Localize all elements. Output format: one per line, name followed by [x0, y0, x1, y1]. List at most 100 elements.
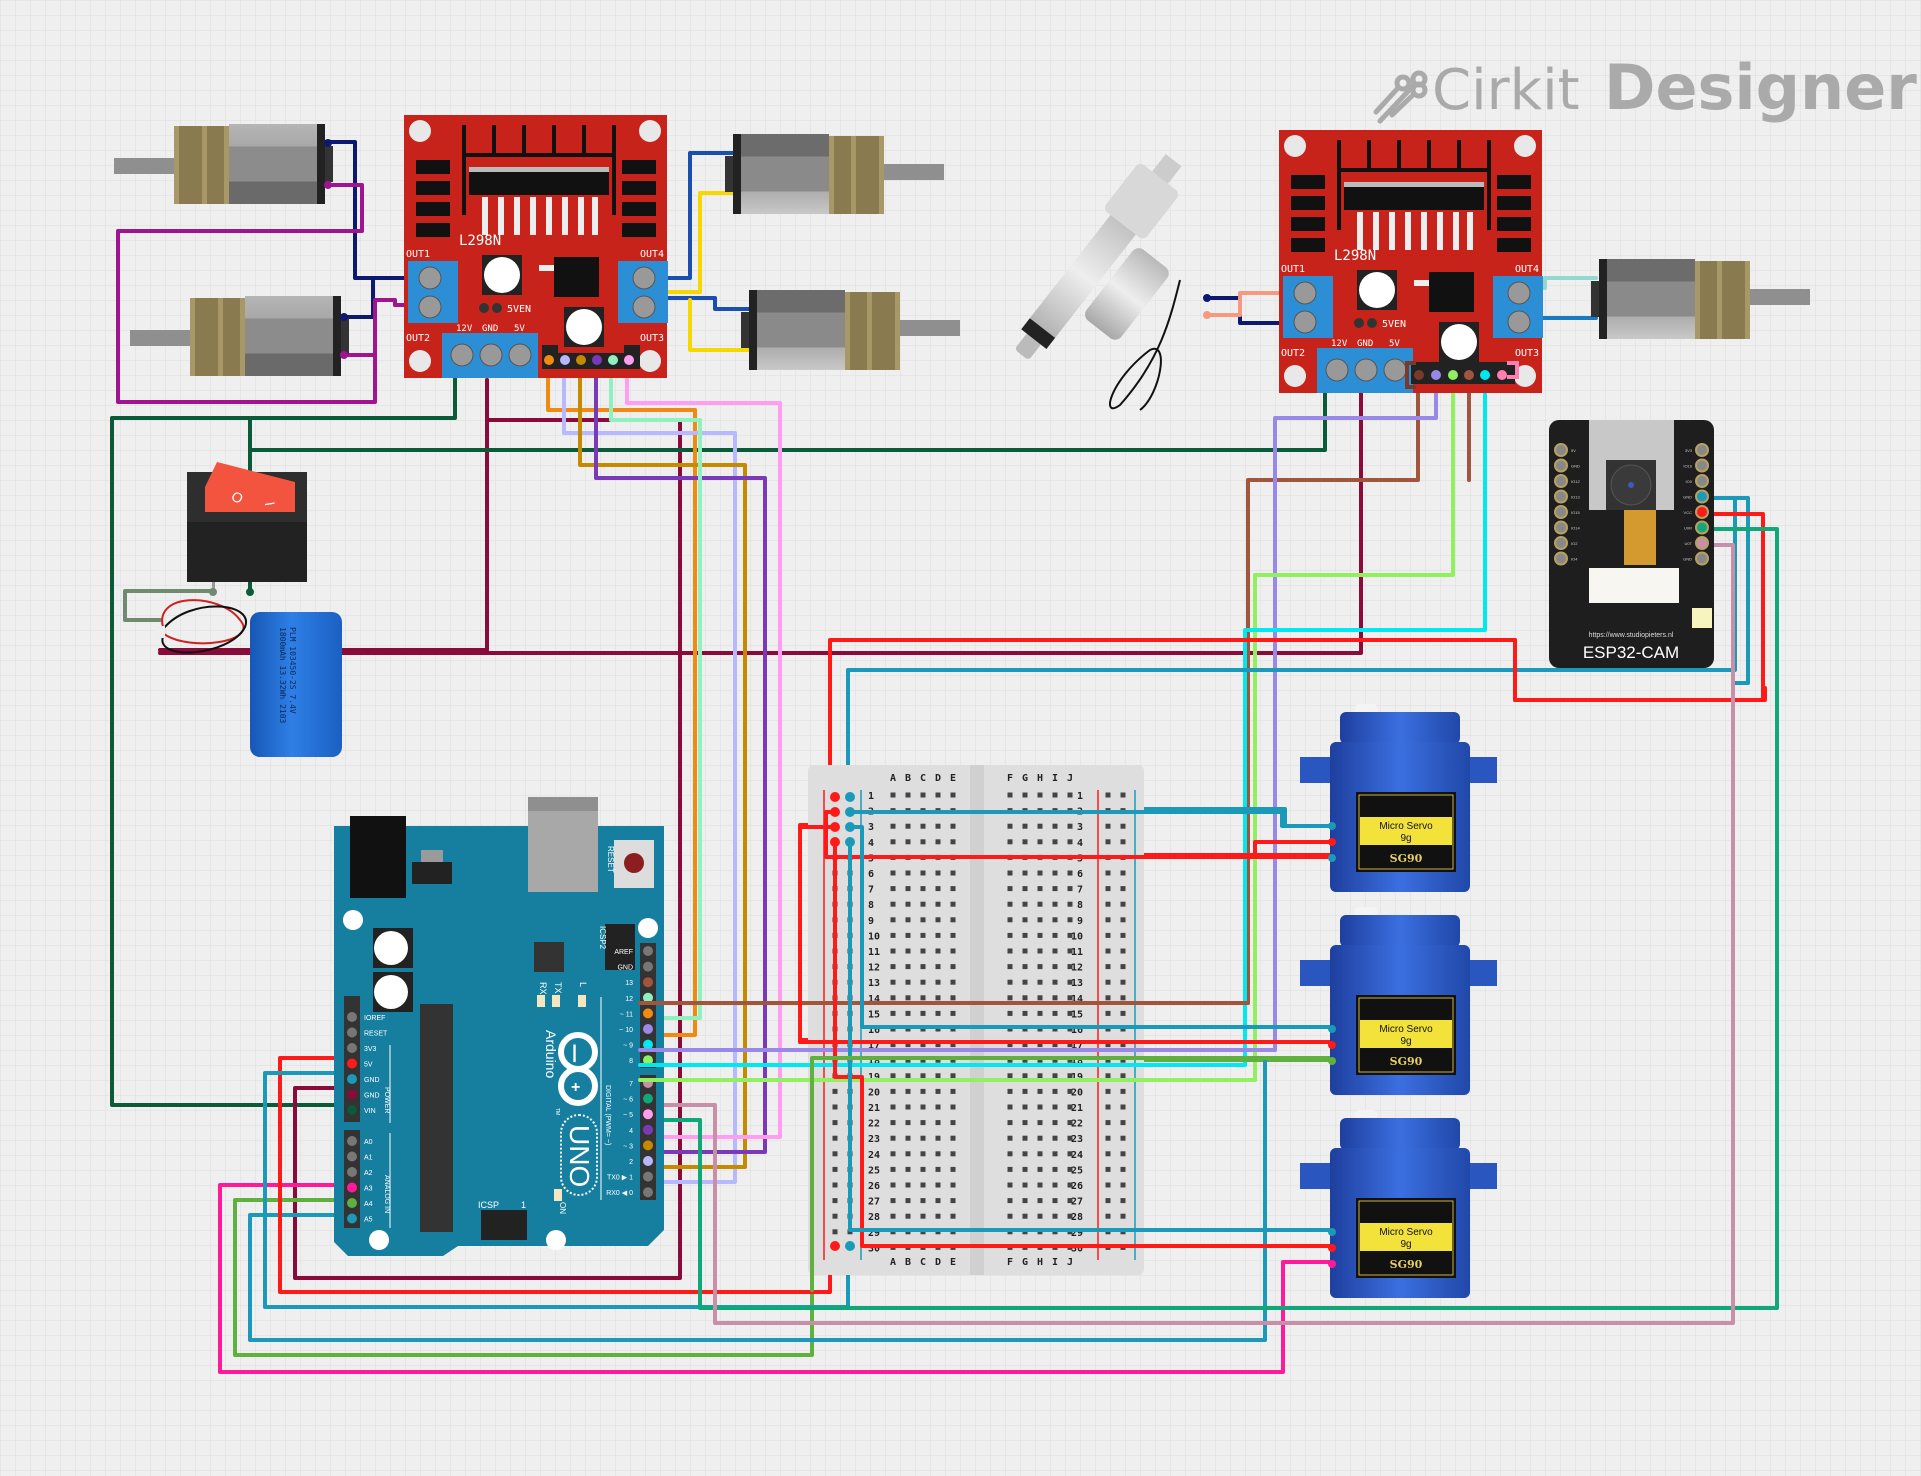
breadboard-hole[interactable]: [905, 1104, 911, 1110]
breadboard-hole[interactable]: [1007, 1151, 1013, 1157]
rail-hole[interactable]: [1120, 1042, 1126, 1048]
rail-hole[interactable]: [1120, 901, 1126, 907]
esp32-pin[interactable]: [1695, 474, 1709, 488]
rail-hole[interactable]: [1105, 1104, 1111, 1110]
breadboard-hole[interactable]: [935, 1057, 941, 1063]
header-pin-ena[interactable]: [544, 355, 554, 365]
breadboard-hole[interactable]: [1037, 1151, 1043, 1157]
rail-hole[interactable]: [1105, 823, 1111, 829]
servo-pin-gnd[interactable]: [1328, 854, 1336, 862]
breadboard-hole[interactable]: [1007, 1010, 1013, 1016]
breadboard-hole[interactable]: [950, 886, 956, 892]
breadboard-hole[interactable]: [1052, 870, 1058, 876]
breadboard-hole[interactable]: [920, 1088, 926, 1094]
header-pin-enb[interactable]: [1497, 370, 1507, 380]
breadboard-hole[interactable]: [890, 1057, 896, 1063]
breadboard-hole[interactable]: [935, 792, 941, 798]
breadboard-hole[interactable]: [1007, 1057, 1013, 1063]
servo-pin-gnd[interactable]: [1328, 1260, 1336, 1268]
rail-hole[interactable]: [1120, 995, 1126, 1001]
power-pin[interactable]: [347, 1105, 357, 1115]
breadboard-hole[interactable]: [1067, 1057, 1073, 1063]
esp32-pin[interactable]: [1695, 443, 1709, 457]
breadboard-hole[interactable]: [1007, 839, 1013, 845]
breadboard-hole[interactable]: [1052, 1057, 1058, 1063]
breadboard-hole[interactable]: [905, 1182, 911, 1188]
rail-hole[interactable]: [1105, 1120, 1111, 1126]
esp32-pin[interactable]: [1554, 520, 1568, 535]
breadboard-hole[interactable]: [1037, 1135, 1043, 1141]
breadboard-hole[interactable]: [1067, 979, 1073, 985]
breadboard-hole[interactable]: [890, 1182, 896, 1188]
breadboard-hole[interactable]: [1052, 1182, 1058, 1188]
breadboard-hole[interactable]: [950, 964, 956, 970]
rail-hole[interactable]: [1105, 964, 1111, 970]
header-pin-ena[interactable]: [1414, 370, 1424, 380]
wire-in3-purple[interactable]: [594, 358, 767, 1154]
breadboard-hole[interactable]: [1007, 792, 1013, 798]
breadboard-hole[interactable]: [905, 964, 911, 970]
breadboard-hole[interactable]: [1007, 964, 1013, 970]
breadboard-hole[interactable]: [920, 1182, 926, 1188]
wire-vin-darkgreen[interactable]: [110, 371, 457, 1107]
breadboard-hole[interactable]: [905, 1151, 911, 1157]
breadboard-hole[interactable]: [890, 1010, 896, 1016]
wire-actuator-salmon[interactable]: [1205, 291, 1287, 317]
switch-rocker[interactable]: [205, 462, 295, 512]
wire-esp-u0t-rose[interactable]: [638, 543, 1735, 1325]
breadboard-hole[interactable]: [1067, 1104, 1073, 1110]
breadboard-hole[interactable]: [935, 1151, 941, 1157]
breadboard-hole[interactable]: [1052, 886, 1058, 892]
breadboard-hole[interactable]: [1007, 886, 1013, 892]
rail-hole[interactable]: [1105, 1135, 1111, 1141]
header-pin-in3[interactable]: [592, 355, 602, 365]
breadboard-hole[interactable]: [1007, 1213, 1013, 1219]
breadboard-hole[interactable]: [890, 792, 896, 798]
wire-servo1-gnd-2[interactable]: [848, 825, 1334, 1029]
digital-pin[interactable]: [643, 1039, 653, 1050]
breadboard-hole[interactable]: [1067, 792, 1073, 798]
breadboard-hole[interactable]: [950, 823, 956, 829]
rail-hole[interactable]: [832, 1151, 838, 1157]
breadboard-hole[interactable]: [1067, 1073, 1073, 1079]
breadboard-hole[interactable]: [1052, 1073, 1058, 1079]
breadboard-hole[interactable]: [1022, 1198, 1028, 1204]
breadboard-hole[interactable]: [890, 1120, 896, 1126]
breadboard-hole[interactable]: [950, 1198, 956, 1204]
breadboard-hole[interactable]: [935, 964, 941, 970]
breadboard-hole[interactable]: [935, 1198, 941, 1204]
esp32-pin[interactable]: [1695, 505, 1709, 519]
wire-rail-red-5[interactable]: [824, 810, 1334, 859]
breadboard-hole[interactable]: [1037, 839, 1043, 845]
breadboard-hole[interactable]: [920, 948, 926, 954]
linear-actuator[interactable]: [1001, 144, 1211, 411]
breadboard-hole[interactable]: [1022, 901, 1028, 907]
breadboard-hole[interactable]: [1007, 1042, 1013, 1048]
breadboard-hole[interactable]: [950, 901, 956, 907]
power-pin[interactable]: [347, 1043, 357, 1053]
breadboard-hole[interactable]: [1067, 1182, 1073, 1188]
l298n-driver-right[interactable]: L298N OUT1 OUT2 OUT4 OUT3 5VEN 12V GND 5…: [1279, 130, 1543, 393]
breadboard-hole[interactable]: [950, 1182, 956, 1188]
servo-pin-signal[interactable]: [1328, 1228, 1336, 1236]
power-pin[interactable]: [347, 1074, 357, 1084]
wire-esp-vcc-red[interactable]: [1513, 512, 1765, 702]
rail-hole[interactable]: [1105, 1073, 1111, 1079]
breadboard-hole[interactable]: [920, 1151, 926, 1157]
rail-hole[interactable]: [1105, 948, 1111, 954]
breadboard-hole[interactable]: [1052, 1088, 1058, 1094]
breadboard-hole[interactable]: [935, 979, 941, 985]
breadboard-hole[interactable]: [905, 901, 911, 907]
breadboard-hole[interactable]: [950, 1073, 956, 1079]
breadboard-hole[interactable]: [920, 839, 926, 845]
breadboard-hole[interactable]: [1022, 1104, 1028, 1110]
wire-motor1-purple[interactable]: [116, 183, 397, 404]
rail-hole[interactable]: [1105, 1151, 1111, 1157]
breadboard-hole[interactable]: [920, 823, 926, 829]
wire-servo3-red[interactable]: [833, 840, 1334, 1248]
breadboard-hole[interactable]: [920, 792, 926, 798]
breadboard-hole[interactable]: [890, 964, 896, 970]
esp32-pin[interactable]: [1554, 489, 1568, 504]
power-pin[interactable]: [347, 1089, 357, 1100]
